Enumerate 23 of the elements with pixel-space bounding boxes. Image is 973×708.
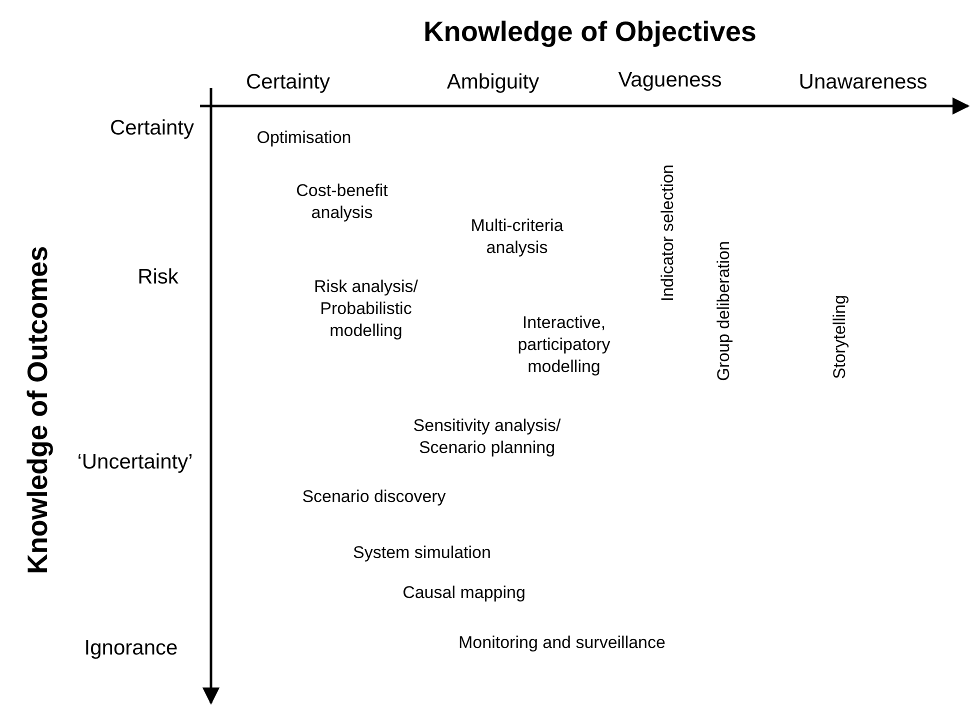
method-label: Scenario discovery: [302, 486, 446, 508]
method-label: Optimisation: [256, 126, 352, 149]
method-label: Multi-criteria analysis: [470, 214, 564, 259]
axis-tick-label: Ignorance: [84, 635, 178, 662]
axis-tick-label: Risk: [138, 264, 178, 290]
method-label: Monitoring and surveillance: [458, 632, 666, 654]
method-label: Risk analysis/ Probabilistic modelling: [313, 276, 419, 342]
axis-tick-label: Vagueness: [618, 67, 722, 94]
axis-tick-label: Certainty: [110, 115, 194, 142]
method-label: Causal mapping: [402, 582, 526, 604]
method-label: Indicator selection: [656, 164, 678, 302]
method-label: Interactive, participatory modelling: [516, 312, 612, 378]
axis-tick-label: ‘Uncertainty’: [77, 449, 193, 476]
method-label: Cost-benefit analysis: [295, 180, 389, 224]
axis-tick-label: Certainty: [246, 69, 330, 96]
axis-title: Knowledge of Outcomes: [20, 246, 54, 574]
method-label: Storytelling: [828, 294, 850, 380]
method-label: System simulation: [353, 542, 491, 564]
method-label: Sensitivity analysis/ Scenario planning: [412, 414, 562, 459]
axis-tick-label: Unawareness: [798, 69, 928, 96]
axis-title: Knowledge of Objectives: [424, 14, 756, 49]
axis-tick-label: Ambiguity: [446, 69, 540, 96]
method-label: Group deliberation: [712, 241, 734, 381]
